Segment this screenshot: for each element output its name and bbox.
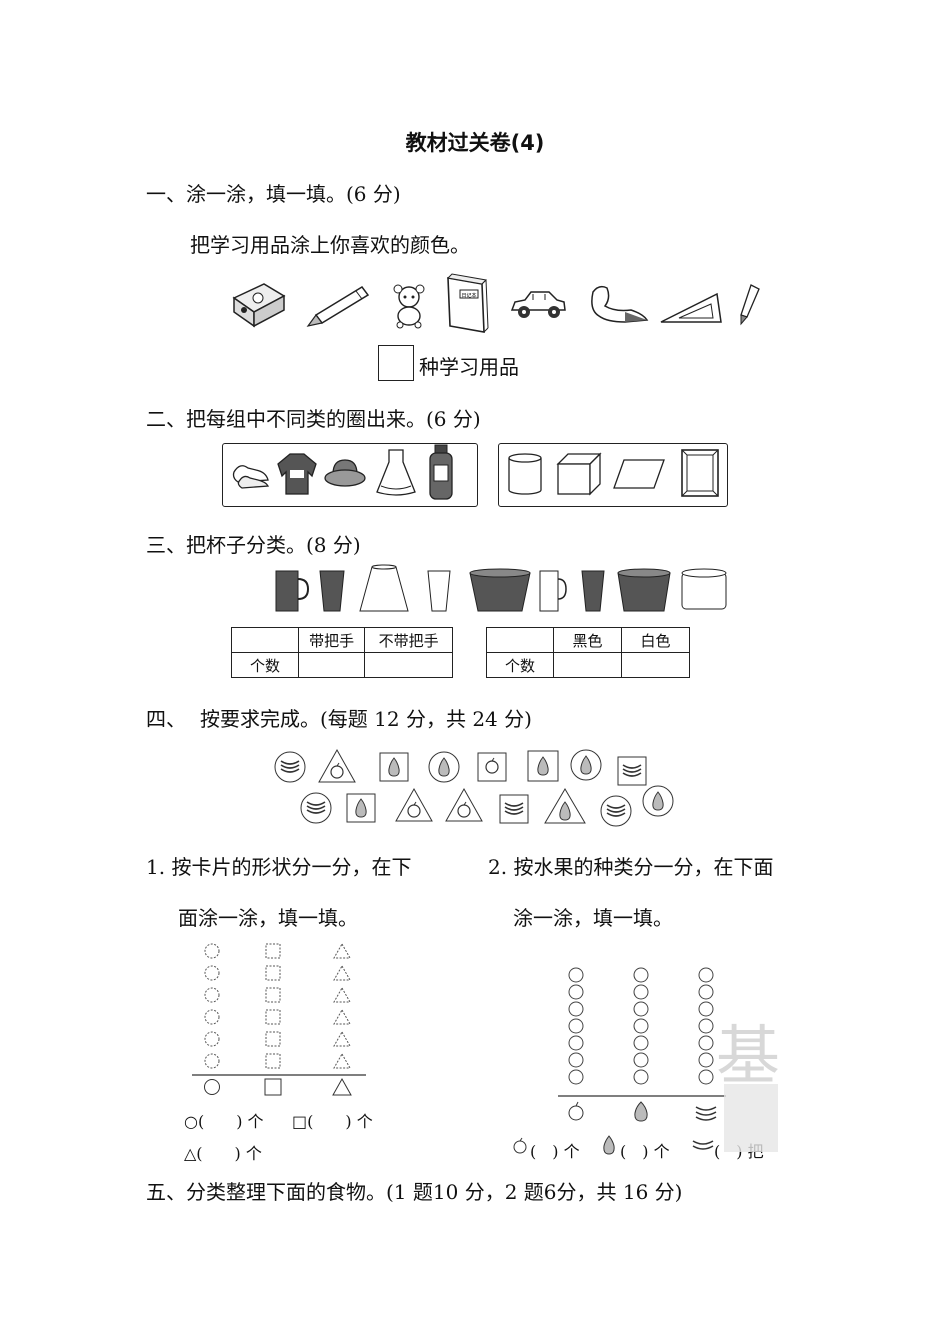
diary-book-icon: 日记本 bbox=[446, 273, 489, 333]
bowl-white bbox=[681, 568, 727, 610]
chart-2-answer-apple: ( ) 个 bbox=[530, 1142, 580, 1161]
cell-answer[interactable] bbox=[364, 652, 453, 678]
group-2-box bbox=[498, 443, 728, 507]
card-triangle-apple-3 bbox=[445, 787, 483, 822]
banana-icon bbox=[692, 1140, 714, 1150]
card-circle-banana-2 bbox=[300, 792, 332, 824]
card-square-pear bbox=[379, 752, 409, 782]
question-1-heading: 一、涂一涂，填一填。(6 分) bbox=[146, 182, 401, 206]
answer-box-label: 种学习用品 bbox=[419, 355, 519, 379]
question-4-part-2-line-2: 涂一涂，填一填。 bbox=[513, 906, 673, 930]
bowl-black-1 bbox=[469, 568, 531, 612]
question-5-heading: 五、分类整理下面的食物。(1 题10 分，2 题6分，共 16 分) bbox=[146, 1180, 683, 1204]
cups-row bbox=[275, 564, 727, 612]
chart-2-answer-pear: ( ) 个 bbox=[620, 1142, 670, 1161]
hat-icon bbox=[324, 459, 366, 487]
card-triangle-apple-2 bbox=[395, 787, 433, 822]
card-circle-pear bbox=[428, 751, 460, 783]
cup-white-handle bbox=[539, 570, 567, 612]
pencil-icon bbox=[306, 286, 370, 327]
dress-icon bbox=[376, 449, 416, 496]
card-triangle-pear bbox=[544, 788, 586, 824]
cloth-scarf-icon bbox=[591, 285, 649, 323]
fruit-coloring-chart[interactable] bbox=[556, 965, 746, 1130]
page-title: 教材过关卷(4) bbox=[405, 131, 545, 155]
header-without-handle: 不带把手 bbox=[364, 627, 453, 653]
card-circle-pear-3 bbox=[642, 785, 674, 817]
question-3-heading: 三、把杯子分类。(8 分) bbox=[146, 533, 361, 557]
question-1-instruction: 把学习用品涂上你喜欢的颜色。 bbox=[190, 233, 470, 257]
row-label-count: 个数 bbox=[231, 652, 299, 678]
doll-toy-icon bbox=[393, 284, 425, 329]
group-1-box bbox=[222, 443, 478, 507]
cup-black-handle-1 bbox=[275, 570, 310, 612]
toy-car-icon bbox=[510, 291, 566, 318]
header-black: 黑色 bbox=[553, 627, 622, 653]
frame-rectangle-shape bbox=[681, 449, 719, 497]
cell-answer[interactable] bbox=[553, 652, 622, 678]
fruit-cards bbox=[274, 748, 674, 827]
card-circle-banana bbox=[274, 751, 306, 783]
book-label: 日记本 bbox=[461, 292, 476, 299]
sweater-icon bbox=[277, 453, 317, 495]
cup-black-2 bbox=[319, 570, 345, 612]
chart-1-answer-square: □( ) 个 bbox=[292, 1112, 373, 1131]
card-triangle-apple bbox=[318, 748, 356, 783]
banana-icon bbox=[695, 1106, 717, 1121]
parallelogram-shape bbox=[613, 459, 665, 489]
triangle-ruler-icon bbox=[660, 292, 722, 323]
card-square-pear-3 bbox=[346, 793, 376, 823]
cup-black-3 bbox=[581, 570, 605, 612]
cylinder-shape bbox=[508, 453, 542, 495]
chart-1-answer-triangle: △( ) 个 bbox=[184, 1144, 262, 1163]
bowl-black-2 bbox=[617, 568, 671, 612]
watermark-character: 基 bbox=[716, 1020, 780, 1094]
cube-shape bbox=[556, 452, 602, 496]
cup-white-glass bbox=[427, 570, 451, 612]
pencil-sharpener-icon bbox=[232, 283, 286, 328]
header-with-handle: 带把手 bbox=[297, 627, 366, 653]
card-square-banana-2 bbox=[499, 794, 529, 824]
card-square-banana bbox=[617, 756, 647, 786]
thermos-icon bbox=[429, 444, 453, 500]
shape-coloring-chart[interactable] bbox=[190, 942, 370, 1102]
handle-table: 带把手不带把手 个数 bbox=[231, 627, 453, 678]
question-4-number: 四、 bbox=[146, 707, 186, 731]
chart-1-answer-circle: ○( ) 个 bbox=[184, 1112, 264, 1131]
cell-answer[interactable] bbox=[621, 652, 690, 678]
question-4-part-2-line-1: 2. 按水果的种类分一分，在下面 bbox=[488, 855, 774, 879]
apple-icon bbox=[568, 1101, 584, 1121]
watermark-stamp bbox=[724, 1084, 778, 1152]
color-table: 黑色白色 个数 bbox=[486, 627, 690, 678]
cell-answer[interactable] bbox=[297, 652, 366, 678]
question-4-heading: 按要求完成。(每题 12 分，共 24 分) bbox=[200, 707, 532, 731]
header-white: 白色 bbox=[621, 627, 690, 653]
fountain-pen-icon bbox=[740, 284, 760, 326]
apple-icon bbox=[513, 1137, 527, 1154]
question-4-part-1-line-1: 1. 按卡片的形状分一分，在下 bbox=[146, 855, 412, 879]
pear-icon bbox=[634, 1101, 648, 1122]
cup-white-trapezoid bbox=[359, 564, 409, 612]
shoes-icon bbox=[232, 465, 270, 489]
question-4-part-1-line-2: 面涂一涂，填一填。 bbox=[178, 906, 358, 930]
pear-icon bbox=[603, 1135, 615, 1155]
card-square-pear-2 bbox=[527, 750, 559, 782]
question-2-heading: 二、把每组中不同类的圈出来。(6 分) bbox=[146, 407, 481, 431]
card-square-apple bbox=[477, 752, 507, 782]
card-circle-pear-2 bbox=[570, 749, 602, 781]
row-label-count: 个数 bbox=[486, 652, 554, 678]
card-circle-banana-3 bbox=[600, 795, 632, 827]
answer-box[interactable] bbox=[378, 345, 414, 381]
